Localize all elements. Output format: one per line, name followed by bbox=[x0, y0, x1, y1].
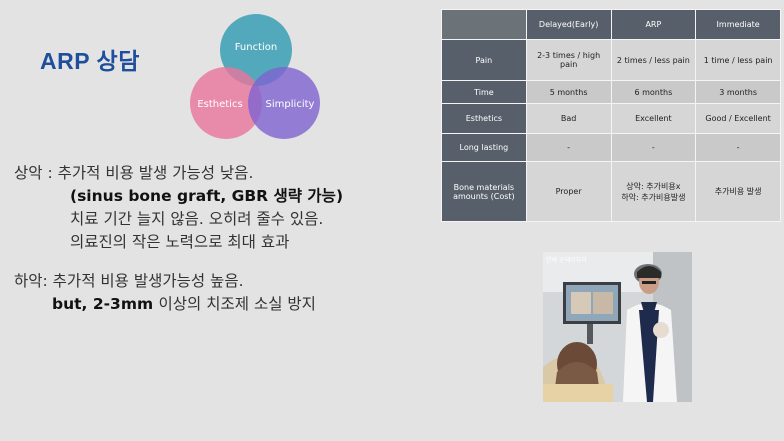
table-header-corner bbox=[441, 9, 527, 40]
table-cell: Excellent bbox=[610, 103, 697, 134]
table-cell: Good / Excellent bbox=[695, 103, 781, 134]
upper-jaw-line-1: 상악 : 추가적 비용 발생 가능성 낮음. bbox=[14, 162, 343, 185]
slide-title: ARP 상담 bbox=[40, 48, 140, 74]
table-header-row: Delayed(Early) ARP Immediate bbox=[441, 9, 781, 40]
photo-watermark: 연세 굿데이치과 bbox=[546, 257, 587, 264]
table-row: Bone materials amounts (Cost) Proper 상악:… bbox=[441, 161, 781, 222]
lower-jaw-line-1: 하악: 추가적 비용 발생가능성 높음. bbox=[14, 270, 343, 293]
body-text: 상악 : 추가적 비용 발생 가능성 낮음. (sinus bone graft… bbox=[14, 162, 343, 316]
venn-esthetics-label: Esthetics bbox=[197, 99, 242, 110]
lower-jaw-text-1: 추가적 비용 발생가능성 높음. bbox=[52, 272, 244, 290]
row-label-esthetics: Esthetics bbox=[441, 103, 527, 134]
venn-simplicity-circle bbox=[248, 67, 320, 139]
venn-function-label: Function bbox=[235, 42, 278, 53]
table-row: Pain 2-3 times / high pain 2 times / les… bbox=[441, 39, 781, 81]
venn-esthetics-circle bbox=[190, 67, 262, 139]
upper-jaw-line-4: 의료진의 작은 노력으로 최대 효과 bbox=[70, 233, 290, 251]
row-label-long-lasting: Long lasting bbox=[441, 133, 527, 162]
venn-diagram: Function Esthetics Simplicity bbox=[186, 14, 326, 144]
table-cell: 추가비용 발생 bbox=[695, 161, 781, 222]
table-cell: Bad bbox=[525, 103, 612, 134]
dental-consultation-photo: 연세 굿데이치과 bbox=[543, 252, 692, 402]
table-header-immediate: Immediate bbox=[695, 9, 781, 40]
lower-jaw-text-2a: but, 2-3mm bbox=[52, 295, 159, 313]
table-row: Time 5 months 6 months 3 months bbox=[441, 80, 781, 104]
upper-jaw-text-1: 추가적 비용 발생 가능성 낮음. bbox=[57, 164, 254, 182]
row-label-pain: Pain bbox=[441, 39, 527, 81]
table-cell: 2 times / less pain bbox=[610, 39, 697, 81]
table-cell: - bbox=[525, 133, 612, 162]
table-cell: 2-3 times / high pain bbox=[525, 39, 612, 81]
upper-jaw-line-2: (sinus bone graft, GBR 생략 가능) bbox=[70, 187, 344, 205]
table-cell: - bbox=[695, 133, 781, 162]
lower-jaw-text-2b: 이상의 치조제 소실 방지 bbox=[158, 295, 316, 313]
row-label-time: Time bbox=[441, 80, 527, 104]
lower-jaw-line-2: but, 2-3mm 이상의 치조제 소실 방지 bbox=[14, 293, 343, 316]
venn-function-circle bbox=[220, 14, 292, 86]
table-cell: Proper bbox=[525, 161, 612, 222]
table-cell: - bbox=[610, 133, 697, 162]
table-header-arp: ARP bbox=[610, 9, 697, 40]
table-row: Esthetics Bad Excellent Good / Excellent bbox=[441, 103, 781, 134]
table-cell: 6 months bbox=[610, 80, 697, 104]
table-header-delayed: Delayed(Early) bbox=[525, 9, 612, 40]
lower-jaw-label: 하악: bbox=[14, 272, 53, 290]
table-row: Long lasting - - - bbox=[441, 133, 781, 162]
table-cell: 5 months bbox=[525, 80, 612, 104]
row-label-bone-materials: Bone materials amounts (Cost) bbox=[441, 161, 527, 222]
comparison-table: Delayed(Early) ARP Immediate Pain 2-3 ti… bbox=[441, 9, 781, 222]
table-cell: 1 time / less pain bbox=[695, 39, 781, 81]
table-cell: 상악: 추가비용x 하악: 추가비용발생 bbox=[610, 161, 697, 222]
upper-jaw-label: 상악 : bbox=[14, 164, 58, 182]
upper-jaw-line-3: 치료 기간 늘지 않음. 오히려 줄수 있음. bbox=[70, 210, 324, 228]
venn-simplicity-label: Simplicity bbox=[266, 99, 315, 110]
table-cell: 3 months bbox=[695, 80, 781, 104]
